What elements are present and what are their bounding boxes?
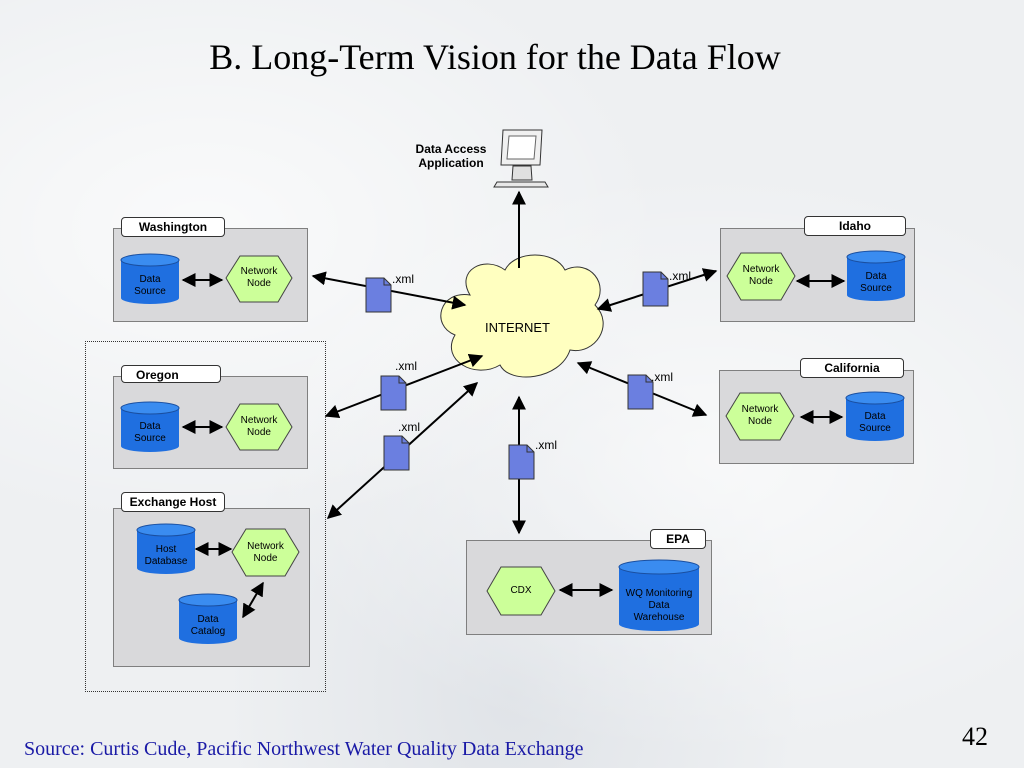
xml-label-california: .xml: [651, 370, 673, 384]
xml-doc-epa: [508, 444, 535, 480]
wa-data-source-cylinder: [120, 253, 180, 304]
or-network-node-hexagon: [225, 403, 293, 451]
wq-warehouse-cylinder: [618, 559, 700, 631]
ca-data-source-cylinder: [845, 391, 905, 441]
or-data-source-cylinder: [120, 401, 180, 452]
xml-label-oregon: .xml: [395, 359, 417, 373]
xml-label-epa: .xml: [535, 438, 557, 452]
exchange-host-title: Exchange Host: [121, 492, 225, 512]
exchange-group-border: [85, 341, 326, 692]
xml-doc-oregon: [380, 375, 407, 411]
xml-doc-california: [627, 374, 654, 410]
arrow-catalog-inner: [242, 581, 264, 619]
xml-doc-washington: [365, 277, 392, 313]
xml-doc-idaho: [642, 271, 669, 307]
data-catalog-cylinder: [178, 593, 238, 644]
oregon-title: Oregon: [121, 365, 221, 383]
source-citation: Source: Curtis Cude, Pacific Northwest W…: [24, 738, 584, 760]
id-network-node-hexagon: [726, 252, 796, 301]
cdx-hexagon: [486, 566, 556, 616]
computer-icon: [493, 129, 549, 188]
id-data-source-cylinder: [846, 250, 906, 301]
xml-label-exchange: .xml: [398, 420, 420, 434]
cdx-label: CDX: [510, 585, 532, 596]
xml-label-idaho: .xml: [669, 269, 691, 283]
california-title: California: [800, 358, 904, 378]
ca-network-node-hexagon: [725, 392, 795, 441]
xml-doc-exchange: [383, 435, 410, 471]
wa-network-node-hexagon: [225, 255, 293, 303]
washington-title: Washington: [121, 217, 225, 237]
idaho-title: Idaho: [804, 216, 906, 236]
exchange-network-node-hexagon: [231, 528, 300, 577]
internet-cloud: [440, 254, 604, 378]
internet-label: INTERNET: [485, 320, 550, 335]
epa-title: EPA: [650, 529, 706, 549]
page-number: 42: [962, 722, 988, 751]
xml-label-washington: .xml: [392, 272, 414, 286]
page-title: B. Long-Term Vision for the Data Flow: [209, 37, 781, 77]
host-database-cylinder: [136, 523, 196, 574]
data-access-app-label: Data Access Application: [415, 142, 487, 170]
